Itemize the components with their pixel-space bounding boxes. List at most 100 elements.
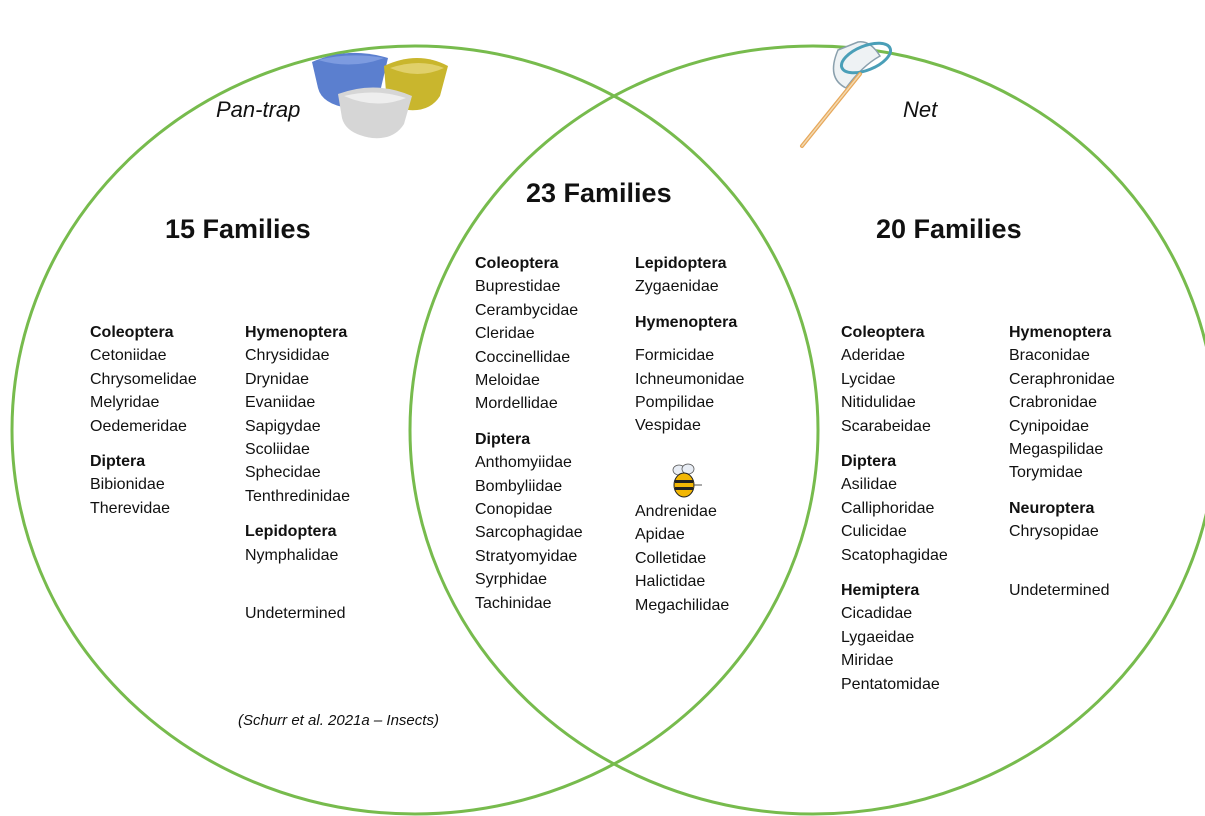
order-name: Diptera [841, 453, 897, 471]
family-name: Evaniidae [245, 394, 316, 412]
order-name: Coleoptera [475, 255, 559, 272]
family-name: Calliphoridae [841, 499, 935, 517]
insect-net-icon [800, 41, 893, 148]
order-group: Coleoptera Buprestidae Cerambycidae Cler… [475, 252, 583, 416]
family-name: Cicadidae [841, 605, 913, 623]
family-name: Andrenidae [635, 503, 717, 520]
family-name: Cetoniidae [90, 347, 167, 365]
order-name: Coleoptera [90, 324, 174, 341]
order-name: Hemiptera [841, 582, 920, 600]
family-name: Vespidae [635, 417, 701, 435]
order-name: Lepidoptera [635, 255, 727, 272]
family-name: Miridae [841, 652, 894, 670]
family-name: Chrysopidae [1009, 523, 1099, 541]
order-name: Diptera [90, 453, 146, 471]
family-name: Nitidulidae [841, 394, 916, 412]
family-name: Megaspilidae [1009, 441, 1104, 459]
family-name: Stratyomyidae [475, 547, 578, 565]
family-name: Melyridae [90, 394, 160, 412]
family-name: Cleridae [475, 325, 535, 343]
family-name: Sapigydae [245, 417, 321, 435]
family-name: Cynipoidae [1009, 417, 1090, 435]
order-group: Hymenoptera Braconidae Ceraphronidae Cra… [1009, 321, 1115, 485]
citation: (Schurr et al. 2021a – Insects) [238, 712, 439, 729]
order-group: Diptera Anthomyiidae Bombyliidae Conopid… [475, 428, 583, 615]
order-group: Lepidoptera Nymphalidae [245, 520, 350, 567]
family-name: Oedemeridae [90, 417, 187, 435]
undetermined-label: Undetermined [245, 605, 346, 623]
order-name: Hymenoptera [1009, 324, 1112, 341]
family-name: Scatophagidae [841, 546, 948, 564]
order-group: Coleoptera Aderidae Lycidae Nitidulidae … [841, 321, 948, 438]
family-name: Scoliidae [245, 441, 310, 459]
family-name: Crabronidae [1009, 394, 1098, 412]
family-name: Bibionidae [90, 476, 165, 494]
family-name: Therevidae [90, 499, 171, 517]
shared-column-1: Coleoptera Buprestidae Cerambycidae Cler… [475, 252, 583, 627]
family-name: Bombyliidae [475, 477, 563, 495]
net-column-1: Coleoptera Aderidae Lycidae Nitidulidae … [841, 321, 948, 708]
pan-trap-column-1: Coleoptera Cetoniidae Chrysomelidae Mely… [90, 321, 197, 532]
family-name: Tachinidae [475, 594, 552, 612]
family-name: Apidae [635, 526, 685, 544]
pan-trap-column-2: Hymenoptera Chrysididae Drynidae Evaniid… [245, 321, 350, 625]
family-name: Buprestidae [475, 278, 561, 296]
order-group: Coleoptera Cetoniidae Chrysomelidae Mely… [90, 321, 197, 438]
order-group: Neuroptera Chrysopidae [1009, 497, 1115, 544]
pan-trap-family-count: 15 Families [165, 214, 311, 244]
family-name: Formicidae [635, 347, 715, 365]
family-name: Asilidae [841, 476, 898, 494]
family-name: Pompilidae [635, 394, 715, 412]
family-name: Syrphidae [475, 571, 548, 589]
family-name: Ichneumonidae [635, 370, 745, 388]
pan-trap-circle [10, 44, 820, 816]
net-circle [408, 44, 1205, 816]
pan-trap-bowls-icon [312, 52, 448, 139]
family-name: Chrysomelidae [90, 370, 197, 388]
family-name: Lycidae [841, 370, 896, 388]
family-name: Cerambycidae [475, 301, 579, 319]
shared-column-2: Lepidoptera Zygaenidae Hymenoptera Formi… [635, 252, 744, 450]
family-name: Megachilidae [635, 596, 730, 614]
order-name: Hymenoptera [245, 324, 348, 341]
order-name: Neuroptera [1009, 499, 1095, 517]
net-column-2: Hymenoptera Braconidae Ceraphronidae Cra… [1009, 321, 1115, 602]
order-group: Diptera Bibionidae Therevidae [90, 450, 197, 520]
family-name: Scarabeidae [841, 417, 931, 435]
order-name: Hymenoptera [635, 313, 738, 331]
bee-icon [672, 463, 702, 498]
family-name: Pentatomidae [841, 675, 940, 693]
shared-family-count: 23 Families [526, 178, 672, 208]
family-name: Drynidae [245, 370, 310, 388]
family-name: Anthomyiidae [475, 454, 572, 472]
family-name: Sarcophagidae [475, 524, 583, 542]
order-group: Hymenoptera Chrysididae Drynidae Evaniid… [245, 321, 350, 508]
undetermined-label: Undetermined [1009, 581, 1110, 599]
family-name: Nymphalidae [245, 546, 339, 564]
family-name: Colletidae [635, 549, 707, 567]
family-name: Ceraphronidae [1009, 370, 1115, 388]
order-name: Coleoptera [841, 324, 925, 341]
family-name: Aderidae [841, 347, 906, 365]
net-family-count: 20 Families [876, 214, 1022, 244]
net-label: Net [903, 97, 938, 122]
order-name: Diptera [475, 430, 531, 448]
family-name: Mordellidae [475, 395, 558, 413]
family-name: Chrysididae [245, 347, 330, 365]
family-name: Coccinellidae [475, 348, 571, 366]
order-name: Lepidoptera [245, 523, 337, 541]
family-name: Culicidae [841, 523, 907, 541]
pan-trap-label: Pan-trap [216, 97, 301, 122]
family-name: Meloidae [475, 372, 540, 390]
order-group: Diptera Asilidae Calliphoridae Culicidae… [841, 450, 948, 567]
family-name: Sphecidae [245, 464, 321, 482]
family-name: Braconidae [1009, 347, 1090, 365]
family-name: Torymidae [1009, 464, 1083, 482]
family-name: Tenthredinidae [245, 487, 350, 505]
family-name: Zygaenidae [635, 278, 719, 296]
order-group: Hymenoptera Formicidae Ichneumonidae Pom… [635, 311, 744, 438]
bee-family-list: Andrenidae Apidae Colletidae Halictidae … [635, 500, 729, 617]
family-name: Conopidae [475, 501, 553, 519]
order-group: Hemiptera Cicadidae Lygaeidae Miridae Pe… [841, 579, 948, 696]
